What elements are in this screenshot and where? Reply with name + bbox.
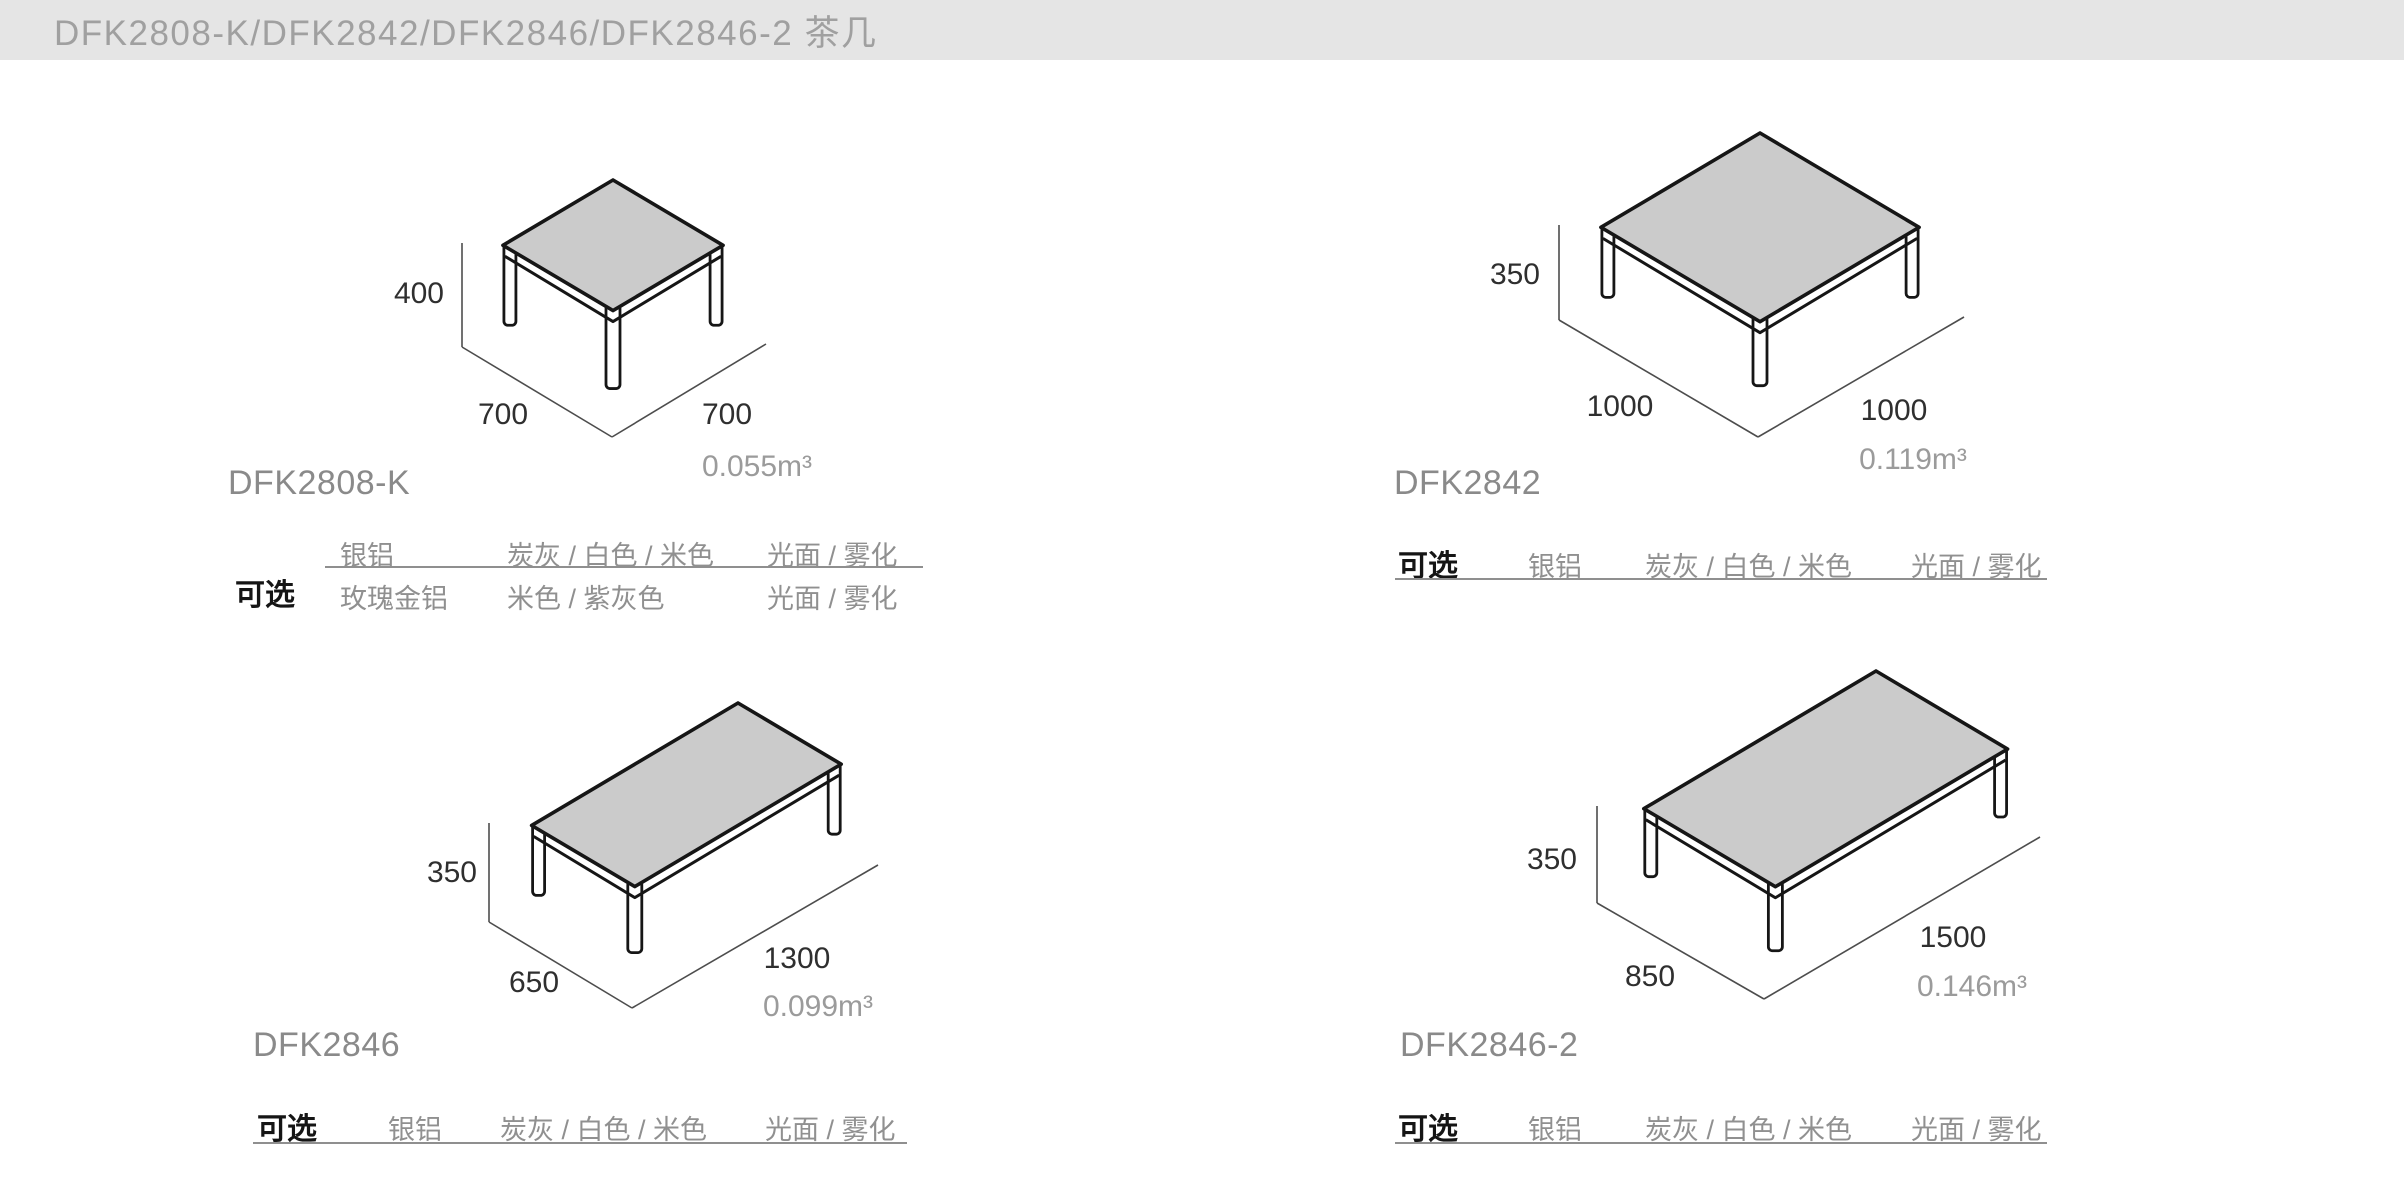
depth-dimension: 700 [478,398,528,431]
table-apron [1602,237,1918,335]
options-divider [253,1142,907,1144]
volume-label: 0.099m³ [763,990,873,1023]
width-dim-line [611,343,767,438]
depth-dimension: 850 [1625,960,1675,993]
options-label: 可选 [1398,1113,1458,1146]
options-label: 可选 [235,579,295,612]
depth-dim-line [1558,319,1759,438]
option-finish: 光面 / 雾化 [1911,1115,2042,1145]
table-top [529,701,844,889]
option-frame: 银铝 [388,1115,442,1145]
page-title: DFK2808-K/DFK2842/DFK2846/DFK2846-2 茶几 [54,13,878,53]
height-dimension: 350 [1490,258,1540,291]
width-dimension: 1000 [1861,394,1928,427]
table-leg [531,822,546,897]
table-leg [1766,879,1784,953]
table-apron [1645,758,2007,900]
options-divider [325,566,923,568]
table-leg [826,760,842,836]
option-colors: 米色 / 紫灰色 [507,584,665,614]
option-colors: 炭灰 / 白色 / 米色 [1645,1115,1853,1145]
model-name: DFK2842 [1394,464,1542,502]
table-top [1599,131,1921,324]
width-dim-line [631,864,879,1009]
depth-dimension: 650 [509,966,559,999]
options-label: 可选 [1398,550,1458,583]
width-dimension: 1500 [1920,921,1987,954]
depth-dim-line [461,346,613,438]
product-drawing: 350 850 1500 0.146m³ [1527,669,2041,1003]
table-illustration [488,701,879,1009]
header-bar: DFK2808-K/DFK2842/DFK2846/DFK2846-2 茶几 [0,0,2404,60]
volume-label: 0.146m³ [1917,970,2027,1003]
height-dimension: 350 [1527,843,1577,876]
table-apron [504,254,722,324]
product-drawing: 350 1000 1000 0.119m³ [1490,131,1967,476]
product-drawing: 350 650 1300 0.099m³ [427,701,879,1023]
option-frame: 银铝 [1528,1115,1582,1145]
table-leg [626,879,644,954]
height-dimension: 400 [394,277,444,310]
options-label: 可选 [257,1113,317,1146]
width-dimension: 1300 [764,942,831,975]
width-dimension: 700 [702,398,752,431]
table-illustration [461,178,767,438]
table-leg [1600,223,1616,299]
table-top [1642,669,2010,889]
volume-label: 0.119m³ [1859,443,1967,476]
model-name: DFK2846 [253,1026,401,1064]
options-divider [1395,1142,2047,1144]
depth-dim-line [488,921,633,1009]
model-name: DFK2846-2 [1400,1026,1579,1064]
table-top [501,178,725,313]
volume-label: 0.055m³ [702,450,812,483]
table-illustration [1596,669,2041,1000]
width-dim-line [1757,316,1965,438]
option-finish: 光面 / 雾化 [765,1115,896,1145]
depth-dim-line [1596,902,1765,1000]
product-drawing: 400 700 700 0.055m³ [394,178,812,483]
model-name: DFK2808-K [228,464,411,502]
table-illustration [1558,131,1965,438]
option-frame: 玫瑰金铝 [340,584,448,614]
depth-dimension: 1000 [1587,390,1654,423]
option-finish: 光面 / 雾化 [767,584,898,614]
table-leg [1904,223,1920,299]
option-colors: 炭灰 / 白色 / 米色 [1645,552,1853,582]
width-dim-line [1763,836,2041,1000]
table-apron [532,773,840,900]
option-finish: 光面 / 雾化 [1911,552,2042,582]
options-divider [1395,578,2047,580]
option-colors: 炭灰 / 白色 / 米色 [500,1115,708,1145]
table-leg [1751,314,1769,388]
option-frame: 银铝 [1528,552,1582,582]
height-dimension: 350 [427,856,477,889]
